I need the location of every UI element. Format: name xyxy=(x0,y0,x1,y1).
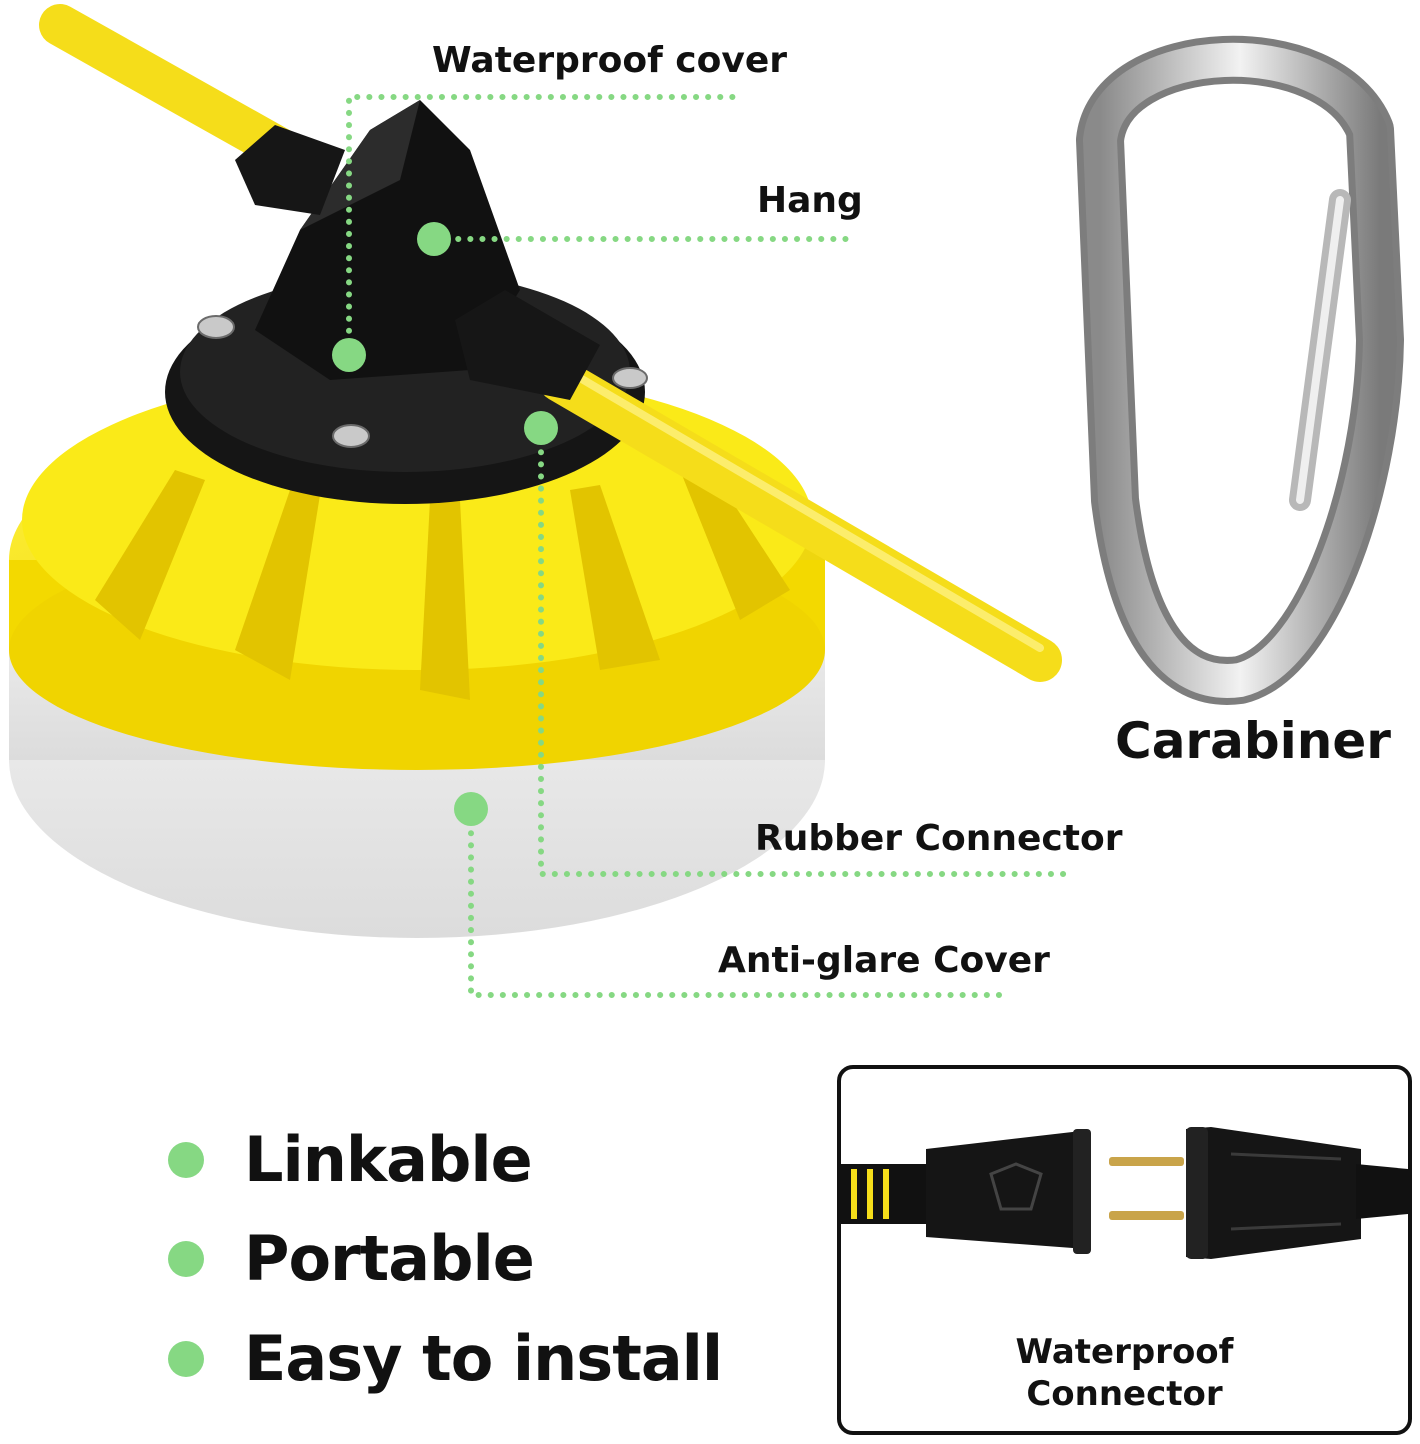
callout-dots xyxy=(332,222,558,826)
connector-caption: Waterproof Connector xyxy=(841,1331,1408,1415)
bullet-dot-icon xyxy=(168,1240,204,1277)
feature-label: Easy to install xyxy=(244,1322,723,1395)
plug-embossing xyxy=(1230,1152,1342,1231)
work-light xyxy=(9,100,825,938)
feature-label: Portable xyxy=(244,1222,535,1295)
housing-ribs xyxy=(95,460,790,700)
rubber-connectors xyxy=(235,125,600,400)
bullet-dot-icon xyxy=(168,1340,204,1377)
rubber-connector-left xyxy=(235,125,345,215)
callout-lines xyxy=(346,94,1075,998)
callout-dot-hang xyxy=(417,222,451,256)
feature-item-portable: Portable xyxy=(168,1222,535,1295)
hang-bracket xyxy=(255,100,520,380)
carabiner xyxy=(1076,35,1404,705)
cable-yellow-stripes xyxy=(851,1169,889,1219)
female-socket xyxy=(926,1131,1086,1249)
connector-caption-line1: Waterproof xyxy=(1015,1332,1234,1372)
screws xyxy=(197,315,648,448)
male-cable xyxy=(1356,1164,1408,1219)
callout-label-anti-glare-cover: Anti-glare Cover xyxy=(718,940,1050,981)
callout-dot-waterproof-cover xyxy=(332,338,366,372)
plug-prongs xyxy=(1109,1157,1184,1220)
connector-caption-line2: Connector xyxy=(1026,1374,1223,1414)
feature-item-linkable: Linkable xyxy=(168,1123,533,1196)
plug-illustration xyxy=(841,1127,1408,1259)
feature-item-easy-to-install: Easy to install xyxy=(168,1322,723,1395)
male-plug xyxy=(1186,1127,1361,1259)
callout-dot-rubber-connector xyxy=(524,411,558,445)
callout-dot-anti-glare-cover xyxy=(454,792,488,826)
carabiner-label: Carabiner xyxy=(1115,712,1391,770)
rubber-connector-right xyxy=(455,290,600,400)
product-illustration xyxy=(9,4,1404,998)
callout-label-hang: Hang xyxy=(757,180,863,221)
callout-label-waterproof-cover: Waterproof cover xyxy=(432,40,787,81)
waterproof-connector-inset: Waterproof Connector xyxy=(837,1065,1412,1435)
callout-label-rubber-connector: Rubber Connector xyxy=(755,818,1123,859)
feature-label: Linkable xyxy=(244,1123,533,1196)
bullet-dot-icon xyxy=(168,1141,204,1178)
yellow-cable xyxy=(39,4,1062,682)
